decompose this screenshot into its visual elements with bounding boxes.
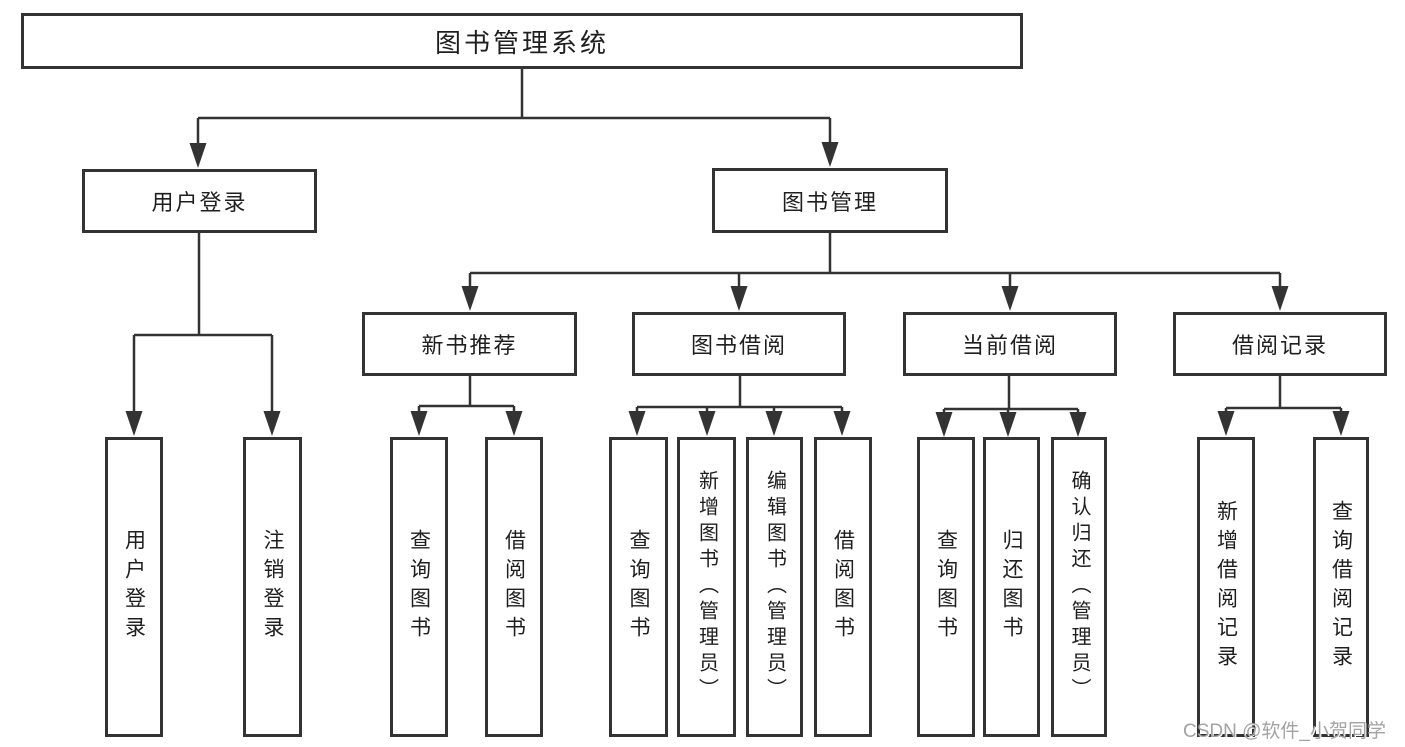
leaf-add-borrow-record: 新增借阅记录 <box>1197 437 1255 737</box>
node-label: 确认归还（管理员） <box>1068 470 1090 704</box>
arrowhead-icon <box>999 412 1017 437</box>
node-new-book-recommend: 新书推荐 <box>362 312 577 376</box>
node-label: 新书推荐 <box>421 333 518 358</box>
arrowhead-icon <box>698 411 716 436</box>
arrowhead-icon <box>628 411 646 436</box>
arrowhead-icon <box>765 411 783 436</box>
leaf-query-books-recommend: 查询图书 <box>390 437 448 737</box>
node-current-borrowing: 当前借阅 <box>903 312 1117 376</box>
arrowhead-icon <box>461 286 479 311</box>
node-label: 借阅记录 <box>1231 333 1328 358</box>
arrowhead-icon <box>1271 286 1289 311</box>
leaf-logout: 注销登录 <box>243 437 302 737</box>
node-label: 借阅图书 <box>502 529 526 645</box>
arrowhead-icon <box>1069 412 1087 437</box>
arrowhead-icon <box>505 411 523 436</box>
connector-book-borrow-children <box>628 376 851 436</box>
node-label: 用户登录 <box>122 529 146 645</box>
node-label: 用户登录 <box>151 190 248 215</box>
node-label: 注销登录 <box>261 529 284 645</box>
leaf-query-books-current: 查询图书 <box>917 437 975 737</box>
node-label: 图书管理系统 <box>434 27 609 58</box>
node-label: 查询借阅记录 <box>1329 500 1353 674</box>
arrowhead-icon <box>1001 286 1019 311</box>
leaf-user-login: 用户登录 <box>105 437 163 737</box>
leaf-borrow-books-borrowing: 借阅图书 <box>814 437 872 737</box>
node-label: 图书借阅 <box>690 333 787 358</box>
arrowhead-icon <box>1217 411 1235 436</box>
node-label: 查询图书 <box>407 529 431 645</box>
arrowhead-icon <box>125 411 143 436</box>
leaf-confirm-return-admin: 确认归还（管理员） <box>1051 437 1107 737</box>
leaf-borrow-books-recommend: 借阅图书 <box>485 437 543 737</box>
node-label: 借阅图书 <box>831 529 855 645</box>
arrowhead-icon <box>410 411 428 436</box>
node-borrowing-records: 借阅记录 <box>1173 312 1387 376</box>
arrowhead-icon <box>833 411 851 436</box>
node-label: 新增借阅记录 <box>1214 500 1238 674</box>
connector-book-mgmt-children <box>461 233 1289 311</box>
node-book-management: 图书管理 <box>712 168 948 233</box>
leaf-return-books: 归还图书 <box>983 437 1040 737</box>
node-book-borrowing: 图书借阅 <box>632 312 846 376</box>
connector-root-to-level2 <box>189 69 839 168</box>
connector-borrow-records-children <box>1217 376 1350 436</box>
connector-user-login-children <box>125 233 281 436</box>
node-label: 编辑图书（管理员） <box>763 470 786 704</box>
node-label: 图书管理 <box>781 189 878 215</box>
csdn-watermark: CSDN @软件_小贺同学 <box>1183 721 1386 742</box>
leaf-query-books-borrowing: 查询图书 <box>609 437 668 737</box>
node-library-system: 图书管理系统 <box>21 13 1023 69</box>
node-label: 查询图书 <box>627 529 650 645</box>
connector-current-borrow-children <box>935 376 1087 437</box>
node-label: 查询图书 <box>934 529 958 645</box>
arrowhead-icon <box>1332 411 1350 436</box>
leaf-add-books-admin: 新增图书（管理员） <box>677 437 736 737</box>
arrowhead-icon <box>730 286 748 311</box>
arrowhead-icon <box>935 412 953 437</box>
leaf-query-borrow-record: 查询借阅记录 <box>1313 437 1369 737</box>
leaf-edit-books-admin: 编辑图书（管理员） <box>746 437 803 737</box>
arrowhead-icon <box>821 142 839 167</box>
node-label: 当前借阅 <box>961 333 1058 358</box>
arrowhead-icon <box>263 411 281 436</box>
node-user-login: 用户登录 <box>82 169 317 233</box>
node-label: 新增图书（管理员） <box>695 470 718 704</box>
arrowhead-icon <box>189 143 207 168</box>
node-label: 归还图书 <box>1000 529 1023 645</box>
connector-new-book-rec-children <box>410 376 523 436</box>
